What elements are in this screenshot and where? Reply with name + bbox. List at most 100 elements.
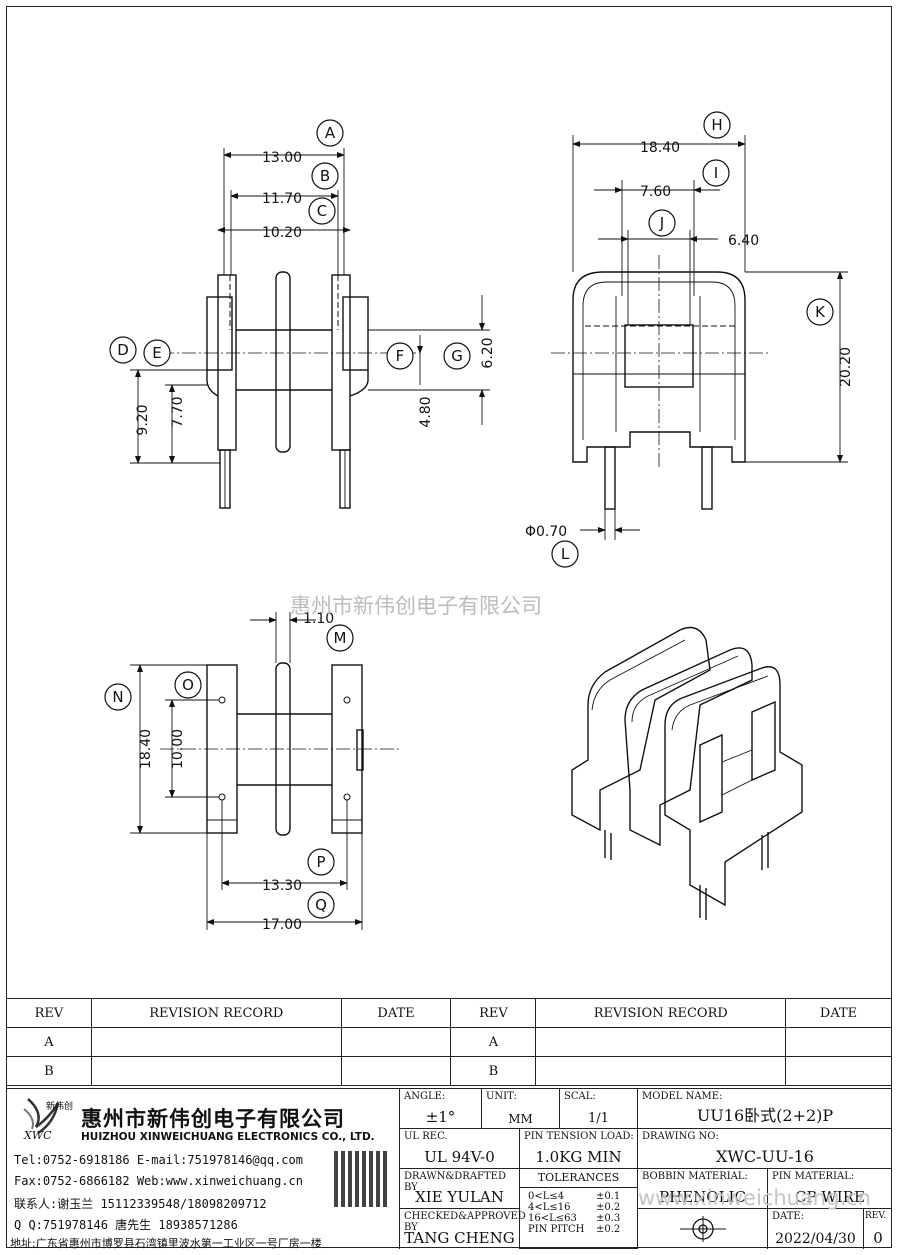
date-cell: DATE: 2022/04/30 xyxy=(768,1209,864,1249)
balloon-f: F xyxy=(396,347,405,365)
company-fax: Fax:0752-6866182 Web:www.xinweichuang.cn xyxy=(14,1174,303,1188)
revision-header-row: REV REVISION RECORD DATE REV REVISION RE… xyxy=(6,998,892,1028)
rev-cell: B xyxy=(6,1056,92,1086)
date-cell xyxy=(340,1027,452,1057)
balloon-h: H xyxy=(711,116,722,134)
balloon-k-circle xyxy=(806,298,834,326)
balloon-c-circle xyxy=(308,197,336,225)
tolerance-ranges: 0<L≤4 4<L≤16 16<L≤63 PIN PITCH xyxy=(528,1191,585,1235)
balloon-k: K xyxy=(815,303,826,321)
balloon-a-circle xyxy=(316,119,344,147)
dim-17-00: 17.00 xyxy=(262,917,302,933)
side-view xyxy=(551,135,848,540)
revision-record-cell xyxy=(535,1056,787,1086)
company-address: 地址:广东省惠州市博罗县石湾镇里波水第一工业区一号厂房一楼 xyxy=(10,1237,322,1250)
balloon-a: A xyxy=(325,124,336,142)
balloon-l: L xyxy=(561,545,570,563)
balloon-e: E xyxy=(152,344,161,362)
dim-9-20: 9.20 xyxy=(135,404,151,435)
dim-13-00: 13.00 xyxy=(262,150,302,166)
date-value: 2022/04/30 xyxy=(775,1231,856,1247)
balloon-i: I xyxy=(714,164,718,182)
company-name-cn: 惠州市新伟创电子有限公司 xyxy=(81,1107,345,1131)
balloon-m: M xyxy=(334,629,347,647)
dimension-labels: 13.00 11.70 10.20 9.20 7.70 6.20 4.80 18… xyxy=(135,140,854,933)
date-header: DATE xyxy=(785,998,892,1028)
pin-material-value: CP WIRE xyxy=(795,1188,865,1206)
qr-code-icon xyxy=(334,1151,390,1207)
angle-value: ±1° xyxy=(425,1108,456,1126)
table-row: A A xyxy=(6,1027,892,1057)
date-cell xyxy=(785,1027,892,1057)
scale-cell: SCAL: 1/1 xyxy=(560,1089,638,1129)
projection-symbol-cell xyxy=(638,1209,768,1249)
drawn-by-cell: DRAWN&DRAFTED BY XIE YULAN xyxy=(400,1169,520,1209)
angle-cell: ANGLE: ±1° xyxy=(400,1089,482,1129)
ul-rec-value: UL 94V-0 xyxy=(424,1148,495,1166)
balloon-g: G xyxy=(451,347,463,365)
logo-en-text: XWC xyxy=(24,1129,52,1142)
dim-4-80: 4.80 xyxy=(418,396,434,427)
balloon-c: C xyxy=(317,202,327,220)
company-name-en: HUIZHOU XINWEICHUANG ELECTRONICS CO., LT… xyxy=(81,1131,375,1143)
drawn-by-value: XIE YULAN xyxy=(415,1188,504,1206)
balloon-j: J xyxy=(659,214,664,232)
model-name-cell: MODEL NAME: UU16卧式(2+2)P xyxy=(638,1089,892,1129)
revision-record-header: REVISION RECORD xyxy=(90,998,342,1028)
isometric-view xyxy=(571,626,803,920)
date-cell xyxy=(785,1056,892,1086)
balloon-b-circle xyxy=(311,162,339,190)
balloon-o: O xyxy=(182,676,194,694)
drawing-no-cell: DRAWING NO: XWC-UU-16 xyxy=(638,1129,892,1169)
company-qq: Q Q:751978146 唐先生 18938571286 xyxy=(14,1218,238,1232)
dim-6-40: 6.40 xyxy=(728,233,759,249)
technical-drawing: 13.00 11.70 10.20 9.20 7.70 6.20 4.80 18… xyxy=(104,111,854,933)
rev-cell: B xyxy=(450,1056,537,1086)
drawing-frame xyxy=(6,6,892,1248)
tolerances-cell: TOLERANCES 0<L≤4 4<L≤16 16<L≤63 PIN PITC… xyxy=(520,1169,638,1249)
ul-rec-cell: UL REC. UL 94V-0 xyxy=(400,1129,520,1169)
revision-record-header: REVISION RECORD xyxy=(535,998,787,1028)
projection-symbol-icon xyxy=(680,1216,726,1242)
balloon-i-circle xyxy=(702,159,730,187)
rev-value: 0 xyxy=(873,1229,883,1247)
unit-cell: UNIT: MM xyxy=(482,1089,560,1129)
tolerance-values: ±0.1 ±0.2 ±0.3 ±0.2 xyxy=(596,1191,621,1235)
company-logo-icon xyxy=(23,1098,60,1135)
balloon-h-circle xyxy=(703,111,731,139)
date-header: DATE xyxy=(340,998,452,1028)
company-info: 新伟创 XWC 惠州市新伟创电子有限公司 HUIZHOU XINWEICHUAN… xyxy=(6,1089,400,1250)
balloon-q-circle xyxy=(307,891,335,919)
balloon-p: P xyxy=(316,853,325,871)
balloon-q: Q xyxy=(315,896,327,914)
rev-header: REV xyxy=(450,998,537,1028)
rev-cell: REV. 0 xyxy=(864,1209,892,1249)
balloon-d-circle xyxy=(109,336,137,364)
balloon-l-circle xyxy=(551,540,579,568)
dim-6-20: 6.20 xyxy=(480,337,496,368)
dim-7-60: 7.60 xyxy=(640,184,671,200)
rev-cell: A xyxy=(450,1027,537,1057)
balloon-e-circle xyxy=(143,339,171,367)
balloon-m-circle xyxy=(326,624,354,652)
balloon-f-circle xyxy=(386,342,414,370)
pin-material-cell: PIN MATERIAL: CP WIRE xyxy=(768,1169,892,1209)
checked-by-cell: CHECKED&APPROVED BY TANG CHENG xyxy=(400,1209,526,1249)
company-tel: Tel:0752-6918186 E-mail:751978146@qq.com xyxy=(14,1153,303,1167)
logo-cn-text: 新伟创 xyxy=(46,1102,74,1112)
dim-11-70: 11.70 xyxy=(262,191,302,207)
balloon-b: B xyxy=(320,167,330,185)
watermark-url: www.xinweichuang.cn xyxy=(638,1186,871,1210)
balloon-n-circle xyxy=(104,683,132,711)
dim-13-30: 13.30 xyxy=(262,878,302,894)
scale-value: 1/1 xyxy=(588,1111,609,1126)
balloon-g-circle xyxy=(443,342,471,370)
revision-record-cell xyxy=(535,1027,787,1057)
drawing-no-value: XWC-UU-16 xyxy=(716,1147,814,1166)
dim-pin-dia: Φ0.70 xyxy=(525,524,567,540)
bobbin-material-cell: BOBBIN MATERIAL: PHENOLIC xyxy=(638,1169,768,1209)
title-block: 新伟创 XWC 惠州市新伟创电子有限公司 HUIZHOU XINWEICHUAN… xyxy=(6,1088,892,1250)
dim-1-10: 1.10 xyxy=(303,611,334,627)
revision-record-cell xyxy=(90,1027,342,1057)
